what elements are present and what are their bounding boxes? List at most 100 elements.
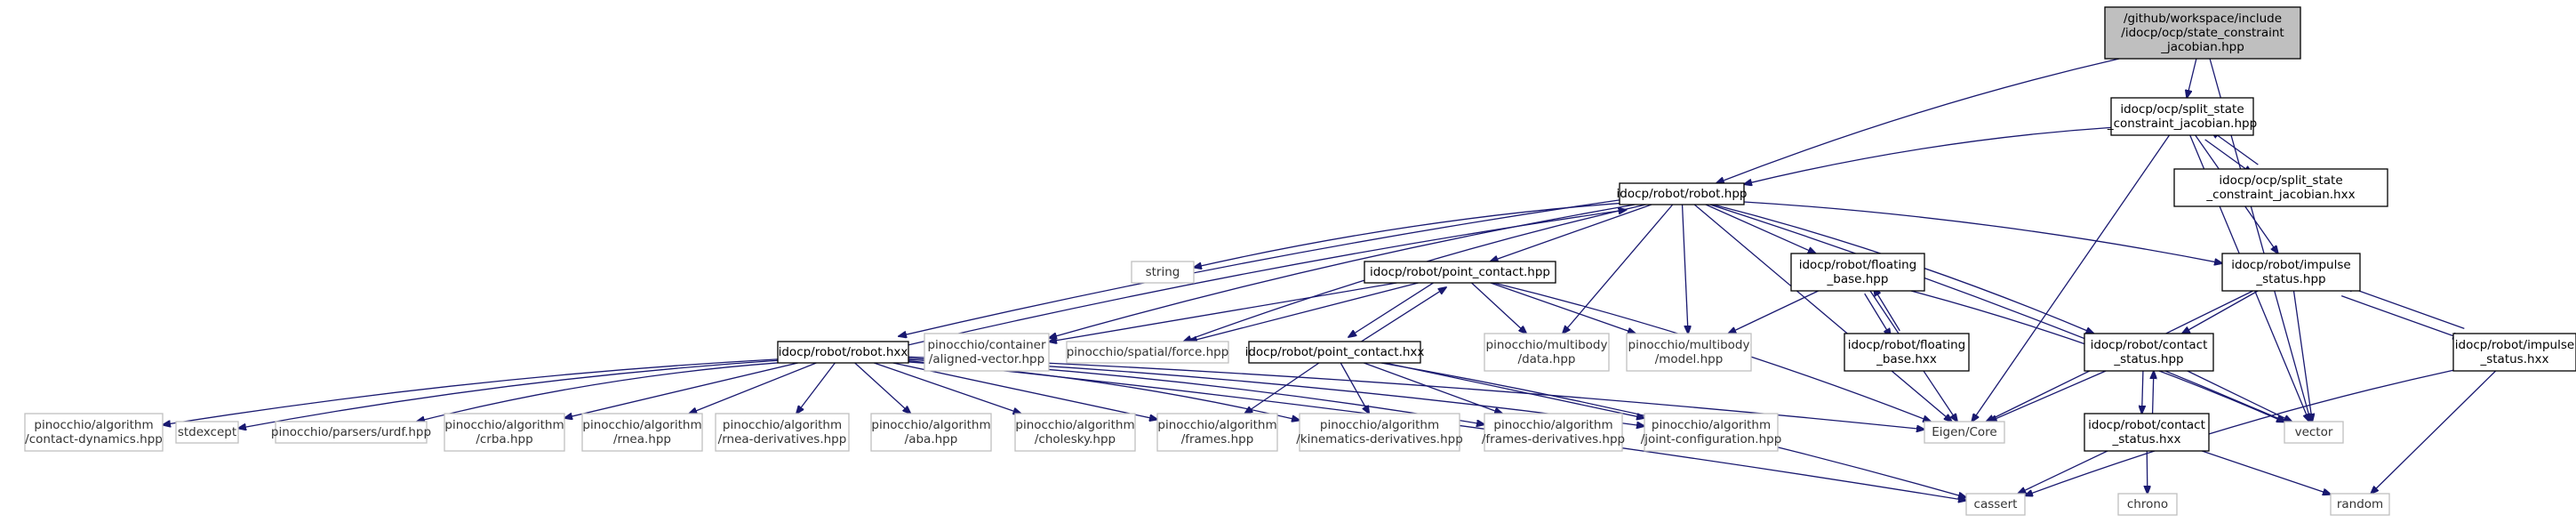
edge-floating_base_hpp-to-mb_model	[1728, 290, 1819, 334]
node-label: cassert	[1974, 497, 2018, 511]
edge-robot_hxx-to-rnea_deriv	[796, 362, 836, 414]
edge-robot_hpp-to-vector	[1709, 204, 2285, 422]
node-label: pinocchio/multibody	[1486, 338, 1608, 352]
node-split-hpp[interactable]: idocp/ocp/split_state_constraint_jacobia…	[2107, 97, 2257, 136]
edge-robot_hxx-to-cholesky	[874, 362, 1020, 414]
node-label: idocp/ocp/split_state	[2219, 173, 2342, 188]
node-box	[2452, 333, 2576, 372]
node-label: _status.hxx	[2111, 432, 2180, 447]
node-impulse-status-hpp[interactable]: idocp/robot/impulse_status.hpp	[2221, 253, 2361, 292]
edge-contact_status_hxx-to-random	[2202, 450, 2331, 495]
node-contact-status-hpp[interactable]: idocp/robot/contact_status.hpp	[2084, 333, 2214, 372]
node-floating-base-hxx[interactable]: idocp/robot/floating_base.hxx	[1844, 333, 1970, 372]
node-box	[2221, 253, 2361, 292]
node-box	[777, 341, 909, 364]
node-floating-base-hpp[interactable]: idocp/robot/floating_base.hpp	[1790, 253, 1925, 292]
node-box	[2284, 421, 2344, 444]
node-label: /rnea-derivatives.hpp	[718, 432, 847, 447]
node-box	[1131, 261, 1195, 284]
node-contact-status-hxx[interactable]: idocp/robot/contact_status.hxx	[2084, 413, 2210, 452]
edge-floating_base_hpp-to-floating_base_hxx	[1864, 293, 1891, 336]
edge-contact_status_hpp-to-contact_status_hxx	[2142, 370, 2143, 414]
node-root[interactable]: /github/workspace/include/idocp/ocp/stat…	[2104, 6, 2301, 60]
edge-robot_hpp-to-point_contact_hpp	[1491, 204, 1652, 262]
node-label: /aba.hpp	[905, 432, 958, 447]
edge-contact_status_hxx-to-chrono	[2147, 450, 2148, 494]
node-label: idocp/robot/contact	[2091, 338, 2208, 352]
node-robot-hxx[interactable]: idocp/robot/robot.hxx	[777, 341, 909, 364]
node-box	[444, 413, 565, 452]
edge-contact_status_hpp-to-eigen	[1989, 370, 2107, 422]
node-box	[1790, 253, 1925, 292]
node-label: pinocchio/algorithm	[1015, 418, 1134, 432]
edge-point_contact_hxx-to-point_contact_hpp	[1354, 287, 1446, 347]
node-chrono: chrono	[2117, 493, 2178, 516]
node-label: idocp/robot/point_contact.hxx	[1245, 345, 1425, 359]
edge-split_hpp-to-eigen	[1972, 134, 2171, 422]
node-label: idocp/ocp/split_state	[2120, 102, 2244, 117]
node-label: _constraint_jacobian.hxx	[2205, 188, 2355, 202]
node-box	[24, 413, 164, 452]
node-label: /github/workspace/include	[2124, 12, 2282, 26]
node-label: /aligned-vector.hpp	[929, 352, 1044, 366]
node-label: random	[2337, 497, 2383, 511]
node-box	[1924, 421, 2005, 444]
node-label: _base.hxx	[1876, 352, 1937, 366]
node-box	[2104, 6, 2301, 60]
node-point-contact-hxx[interactable]: idocp/robot/point_contact.hxx	[1245, 341, 1425, 364]
node-label: Eigen/Core	[1932, 425, 1997, 439]
node-point-contact-hpp[interactable]: idocp/robot/point_contact.hpp	[1364, 261, 1556, 284]
node-frames: pinocchio/algorithm/frames.hpp	[1156, 413, 1278, 452]
node-label: pinocchio/spatial/force.hpp	[1067, 345, 1229, 359]
edge-robot_hxx-to-crba	[564, 362, 798, 418]
node-label: /kinematics-derivatives.hpp	[1296, 432, 1463, 447]
node-label: /contact-dynamics.hpp	[25, 432, 163, 447]
edge-robot_hxx-to-contact_dynamics	[163, 358, 779, 425]
edge-point_contact_hxx-to-kin_deriv	[1340, 362, 1369, 414]
node-label: pinocchio/algorithm	[1652, 418, 1771, 432]
node-label: /idocp/ocp/state_constraint	[2121, 26, 2284, 40]
node-impulse-status-hxx[interactable]: idocp/robot/impulse_status.hxx	[2452, 333, 2576, 372]
node-label: /joint-configuration.hpp	[1641, 432, 1782, 447]
node-robot-hpp[interactable]: idocp/robot/robot.hpp	[1617, 182, 1748, 205]
node-label: _base.hpp	[1827, 272, 1889, 286]
node-rnea-deriv: pinocchio/algorithm/rnea-derivatives.hpp	[715, 413, 850, 452]
edge-impulse_status_hxx-to-cassert	[2025, 369, 2454, 495]
node-label: idocp/robot/point_contact.hpp	[1370, 265, 1550, 279]
edge-split_hxx-to-split_hpp	[2212, 131, 2259, 165]
edge-root-to-split_hpp	[2187, 58, 2197, 98]
node-kin-deriv: pinocchio/algorithm/kinematics-derivativ…	[1296, 413, 1463, 452]
node-box	[1248, 341, 1421, 364]
node-label: idocp/robot/impulse	[2455, 338, 2574, 352]
edge-robot_hpp-to-floating_base_hpp	[1705, 204, 1816, 253]
node-aba: pinocchio/algorithm/aba.hpp	[870, 413, 992, 452]
node-box	[924, 333, 1050, 372]
node-box	[2084, 333, 2214, 372]
edge-point_contact_hpp-to-aligned_vector	[1049, 282, 1397, 342]
node-label: pinocchio/algorithm	[1320, 418, 1439, 432]
node-label: pinocchio/algorithm	[1493, 418, 1612, 432]
node-label: pinocchio/algorithm	[34, 418, 153, 432]
node-label: /frames.hpp	[1181, 432, 1254, 447]
edge-robot_hxx-to-robot_hpp	[900, 210, 1626, 348]
node-box	[715, 413, 850, 452]
node-box	[1014, 413, 1136, 452]
node-box	[1844, 333, 1970, 372]
node-label: idocp/robot/robot.hxx	[779, 345, 908, 359]
node-box	[1644, 413, 1779, 452]
node-box	[2117, 493, 2178, 516]
node-cassert: cassert	[1965, 493, 2026, 516]
node-urdf: pinocchio/parsers/urdf.hpp	[271, 421, 431, 444]
node-label: string	[1146, 265, 1180, 279]
node-label: pinocchio/algorithm	[582, 418, 701, 432]
edge-contact_status_hpp-to-vector	[2187, 370, 2292, 422]
node-split-hxx[interactable]: idocp/ocp/split_state_constraint_jacobia…	[2173, 168, 2388, 207]
node-label: pinocchio/algorithm	[444, 418, 564, 432]
edge-robot_hpp-to-mb_data	[1563, 204, 1674, 334]
edge-root-to-robot_hpp	[1716, 58, 2120, 183]
node-box	[1299, 413, 1460, 452]
node-label: _constraint_jacobian.hpp	[2107, 117, 2257, 131]
node-label: chrono	[2127, 497, 2168, 511]
node-box	[1364, 261, 1556, 284]
